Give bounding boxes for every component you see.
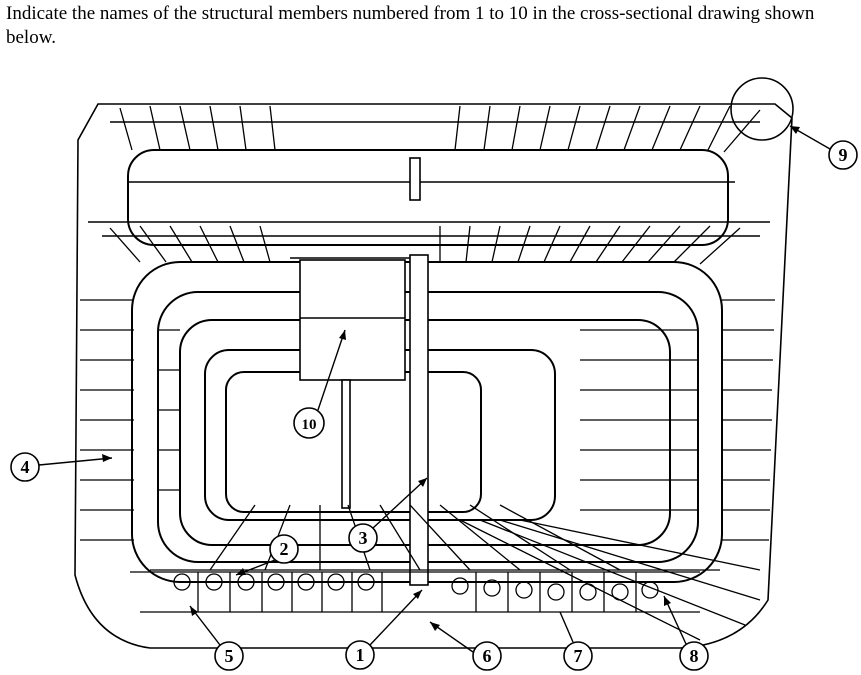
callout-10: 10 <box>293 329 346 439</box>
side-frames-left <box>80 299 180 541</box>
hatch-coaming <box>290 257 415 381</box>
double-bottom-floors <box>130 571 700 613</box>
callout-5: 5 <box>189 605 244 671</box>
bottom-longitudinals <box>459 519 761 641</box>
callout-2-label: 2 <box>280 539 289 559</box>
callout-8: 8 <box>663 595 709 671</box>
upper-deck-beams <box>119 105 761 153</box>
callout-9-label: 9 <box>839 145 848 165</box>
callout-1: 1 <box>345 589 423 670</box>
callout-7-label: 7 <box>574 646 583 666</box>
question-text: Indicate the names of the structural mem… <box>6 3 815 48</box>
callout-4: 4 <box>10 452 113 482</box>
callout-5-label: 5 <box>225 646 234 666</box>
callout-3: 3 <box>348 477 428 553</box>
callout-8-label: 8 <box>690 646 699 666</box>
callout-4-label: 4 <box>21 457 30 477</box>
tank-top-plating <box>150 504 720 571</box>
side-frames-right <box>580 299 775 541</box>
callout-7: 7 <box>559 611 593 671</box>
hull-outline <box>74 103 793 649</box>
callout-6-label: 6 <box>483 646 492 666</box>
second-deck-beams <box>109 225 741 265</box>
pillars <box>341 157 429 586</box>
callout-2: 2 <box>235 534 299 576</box>
callout-10-label: 10 <box>302 417 317 433</box>
callout-9: 9 <box>730 77 858 170</box>
callout-1-label: 1 <box>356 645 365 665</box>
callout-6: 6 <box>429 621 502 671</box>
callout-3-label: 3 <box>359 528 368 548</box>
